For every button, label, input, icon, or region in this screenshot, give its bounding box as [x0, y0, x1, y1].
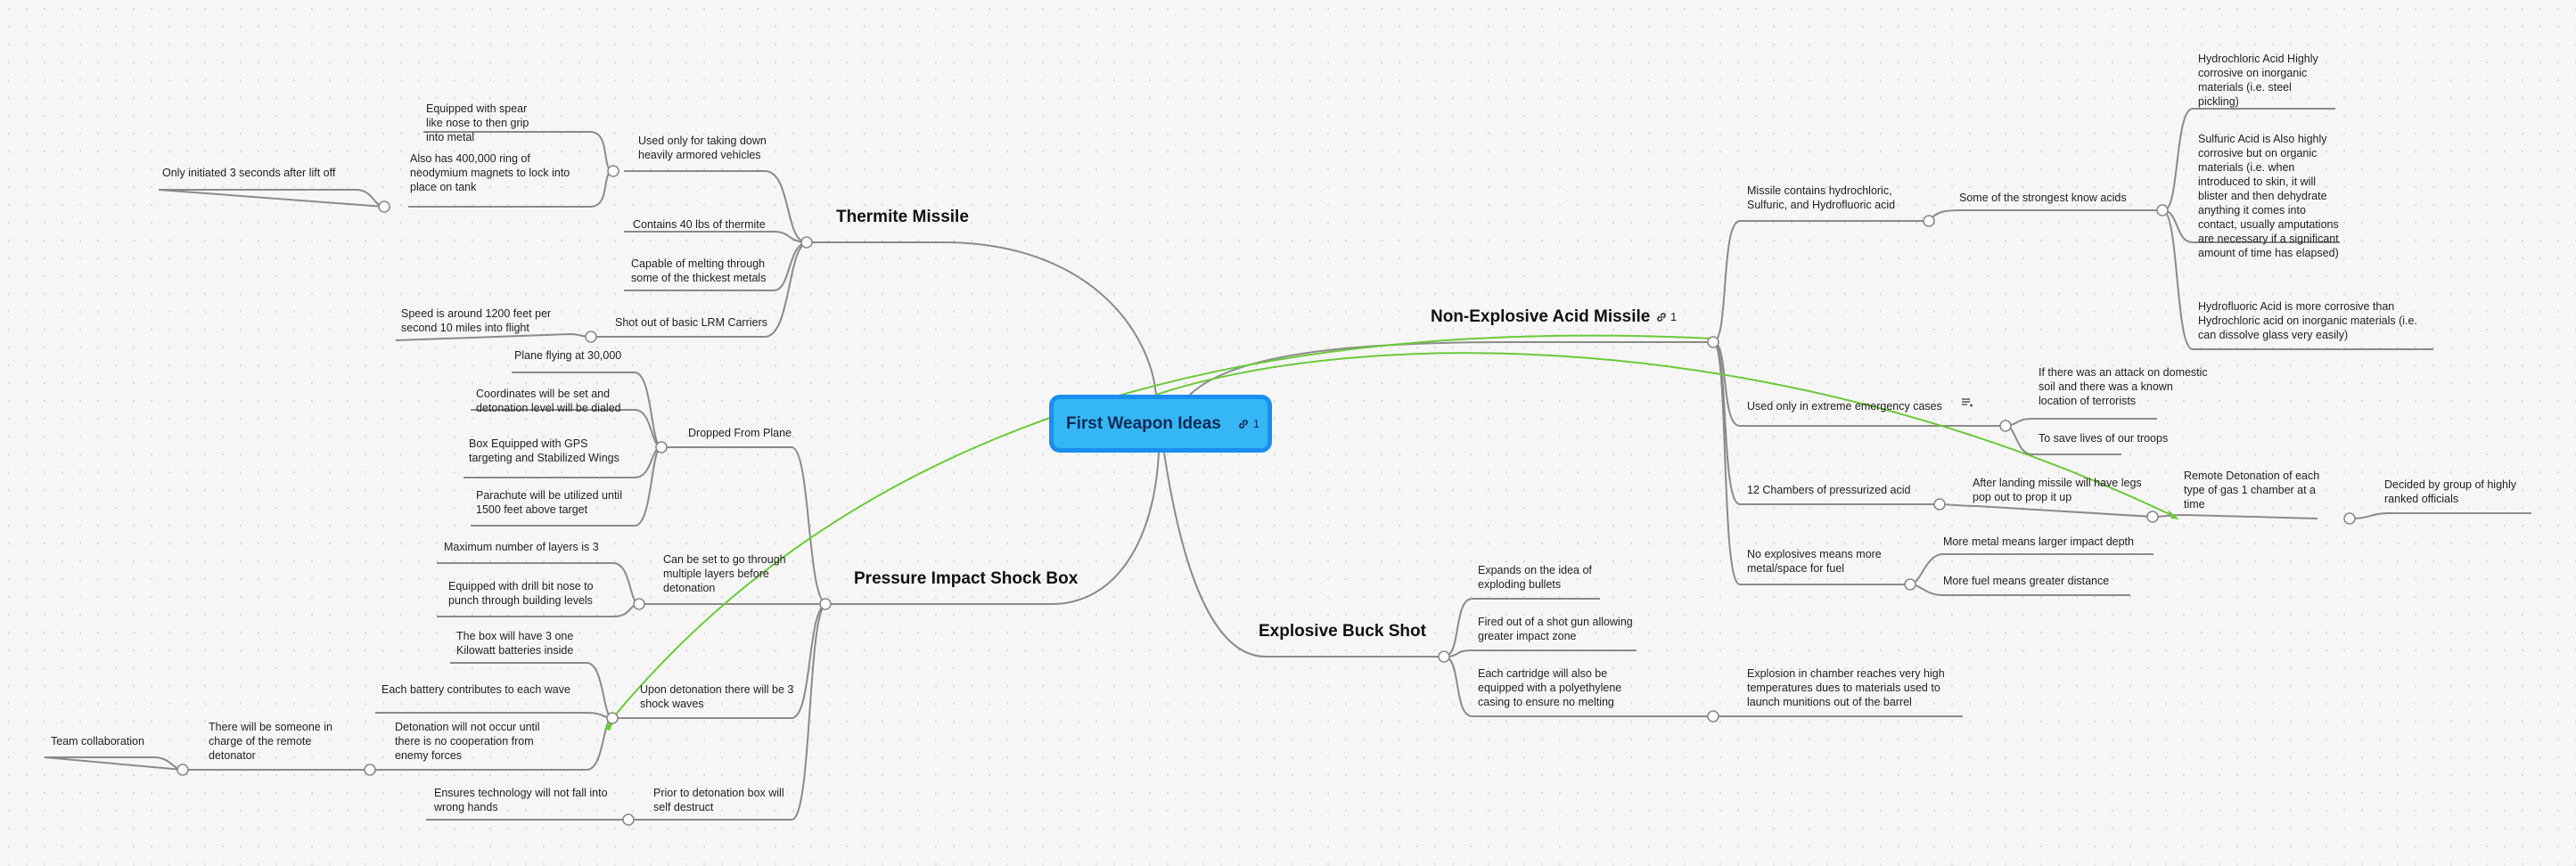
collapse-knob	[2156, 204, 2169, 216]
collapse-knob	[606, 712, 619, 724]
connector-central-pressure	[827, 452, 1160, 605]
collapse-knob	[585, 331, 597, 343]
subtopic-drill[interactable]: Equipped with drill bit nose to punch th…	[448, 580, 594, 607]
subtopic-troops[interactable]: To save lives of our troops	[2039, 432, 2169, 445]
subtopic-max-layers[interactable]: Maximum number of layers is 3	[444, 541, 599, 553]
collapse-knob	[1707, 336, 1719, 348]
collapse-knob	[622, 813, 635, 826]
subtopic-emergency[interactable]: Used only in extreme emergency cases	[1747, 400, 1942, 413]
relationship-arrowhead-2	[2168, 510, 2179, 519]
topic-non-explosive-acid-missile[interactable]: Non-Explosive Acid Missile	[1431, 307, 1651, 326]
subtopic-officials[interactable]: Decided by group of highly ranked offici…	[2384, 478, 2517, 505]
collapse-knob	[1904, 578, 1916, 591]
subtopic-chambers[interactable]: 12 Chambers of pressurized acid	[1747, 484, 1911, 496]
subtopic-spear[interactable]: Equipped with spear like nose to then gr…	[426, 102, 529, 143]
subtopic-ensures[interactable]: Ensures technology will not fall into wr…	[434, 787, 608, 813]
collapse-knob	[633, 598, 645, 610]
collapse-knob	[1923, 215, 1935, 227]
relationship-acid-to-pressure	[605, 334, 1714, 727]
subtopic-parachute[interactable]: Parachute will be utilized until 1500 fe…	[476, 489, 622, 516]
collapse-knob	[1933, 498, 1946, 511]
subtopic-remote[interactable]: Remote Detonation of each type of gas 1 …	[2184, 470, 2320, 511]
subtopic-hcl[interactable]: Hydrochloric Acid Highly corrosive on in…	[2198, 53, 2318, 108]
collapse-knob	[607, 165, 619, 177]
relationship-central-to-remote	[1155, 352, 2176, 518]
subtopic-no-explosives[interactable]: No explosives means more metal/space for…	[1747, 548, 1882, 575]
collapse-knob	[2343, 512, 2356, 525]
subtopic-melting[interactable]: Capable of melting through some of the t…	[631, 257, 767, 284]
note-icon[interactable]	[1962, 398, 1973, 407]
central-link-badge[interactable]: 1	[1237, 417, 1259, 430]
subtopic-someone[interactable]: There will be someone in charge of the r…	[209, 721, 332, 762]
link-icon	[1657, 312, 1666, 322]
subtopic-metal[interactable]: More metal means larger impact depth	[1943, 535, 2134, 548]
central-topic[interactable]: First Weapon Ideas 1	[1049, 395, 1272, 453]
topic-thermite-missile[interactable]: Thermite Missile	[836, 208, 969, 226]
subtopic-battery-each[interactable]: Each battery contributes to each wave	[381, 683, 570, 696]
topic-pressure-impact-shock-box[interactable]: Pressure Impact Shock Box	[854, 569, 1079, 588]
subtopic-gps[interactable]: Box Equipped with GPS targeting and Stab…	[469, 437, 619, 464]
central-link-count: 1	[1252, 417, 1260, 430]
subtopic-sulfuric[interactable]: Sulfuric Acid is Also highly corrosive b…	[2198, 133, 2339, 259]
connector-central-buck	[1163, 452, 1444, 658]
subtopic-lbs[interactable]: Contains 40 lbs of thermite	[633, 218, 766, 231]
subtopic-plane[interactable]: Plane flying at 30,000	[514, 349, 622, 362]
collapse-knob	[1707, 710, 1719, 723]
subtopic-coords[interactable]: Coordinates will be set and detonation l…	[476, 388, 621, 414]
acid-link-count: 1	[1670, 310, 1678, 323]
acid-link-badge[interactable]: 1	[1655, 310, 1677, 323]
subtopic-strongest[interactable]: Some of the strongest know acids	[1959, 192, 2127, 204]
subtopic-expands[interactable]: Expands on the idea of exploding bullets	[1478, 564, 1592, 591]
subtopic-domestic[interactable]: If there was an attack on domestic soil …	[2039, 366, 2208, 407]
subtopic-batteries[interactable]: The box will have 3 one Kilowatt batteri…	[456, 630, 574, 657]
collapse-knob	[1999, 420, 2012, 432]
subtopic-acid-contains[interactable]: Missile contains hydrochloric, Sulfuric,…	[1747, 184, 1896, 211]
connector-central-thermite	[808, 241, 1157, 396]
collapse-knob	[2146, 511, 2159, 523]
subtopic-speed[interactable]: Speed is around 1200 feet per second 10 …	[401, 307, 552, 334]
topic-explosive-buck-shot[interactable]: Explosive Buck Shot	[1259, 622, 1426, 641]
collapse-knob	[655, 441, 668, 453]
subtopic-self-destruct[interactable]: Prior to detonation box will self destru…	[653, 787, 784, 813]
subtopic-shotgun[interactable]: Fired out of a shot gun allowing greater…	[1478, 616, 1633, 642]
subtopic-dropped[interactable]: Dropped From Plane	[688, 427, 792, 439]
subtopic-hf[interactable]: Hydrofluoric Acid is more corrosive than…	[2198, 300, 2417, 341]
subtopic-cooperation[interactable]: Detonation will not occur until there is…	[395, 721, 540, 762]
subtopic-chamber-temp[interactable]: Explosion in chamber reaches very high t…	[1747, 667, 1945, 708]
subtopic-shock[interactable]: Upon detonation there will be 3 shock wa…	[640, 683, 794, 710]
collapse-knob	[800, 236, 813, 249]
collapse-knob	[176, 764, 189, 776]
subtopic-magnets[interactable]: Also has 400,000 ring of neodymium magne…	[410, 152, 570, 193]
subtopic-lrm[interactable]: Shot out of basic LRM Carriers	[615, 316, 767, 329]
collapse-knob	[819, 598, 832, 610]
collapse-knob	[378, 200, 390, 213]
link-icon	[1239, 419, 1248, 429]
subtopic-layers[interactable]: Can be set to go through multiple layers…	[663, 553, 786, 594]
subtopic-fuel[interactable]: More fuel means greater distance	[1943, 575, 2110, 587]
subtopic-initiated[interactable]: Only initiated 3 seconds after lift off	[162, 167, 336, 179]
central-topic-title: First Weapon Ideas	[1066, 413, 1221, 433]
subtopic-cartridge[interactable]: Each cartridge will also be equipped wit…	[1478, 667, 1622, 708]
collapse-knob	[364, 764, 376, 776]
subtopic-armored[interactable]: Used only for taking down heavily armore…	[638, 135, 767, 161]
subtopic-team[interactable]: Team collaboration	[51, 735, 144, 748]
collapse-knob	[1438, 650, 1450, 663]
subtopic-legs[interactable]: After landing missile will have legs pop…	[1973, 477, 2142, 503]
